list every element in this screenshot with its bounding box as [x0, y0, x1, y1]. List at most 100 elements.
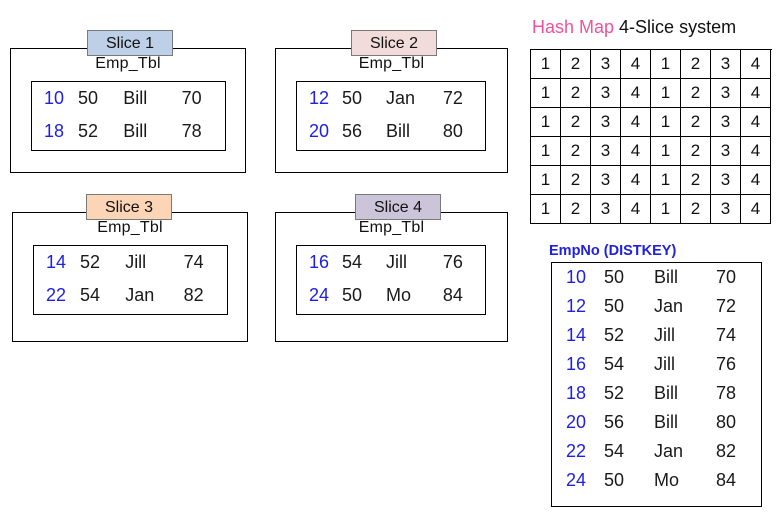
hash-map-cell: 1 — [531, 166, 561, 195]
hash-map-cell: 1 — [651, 50, 681, 79]
cell-value: 80 — [442, 121, 463, 141]
hash-map-cell: 4 — [741, 108, 771, 137]
cell-name: Jill — [654, 354, 675, 374]
slice-record-table-4: 16 54 Jill 76 24 50 Mo 84 — [296, 245, 486, 315]
cell-value: 80 — [716, 412, 737, 432]
cell-dept: 50 — [604, 296, 625, 316]
slice-tab-2[interactable]: Slice 2 — [351, 30, 437, 56]
hash-map-cell: 2 — [561, 79, 591, 108]
cell-name: Jill — [125, 252, 147, 272]
table-row: 14 52 Jill 74 — [34, 246, 227, 279]
slice-panel-3: Slice 3 Emp_Tbl 14 52 Jill 74 22 54 Jan … — [12, 194, 248, 342]
table-row: 20 56 Bill 80 — [297, 115, 485, 148]
hash-map-cell: 2 — [681, 166, 711, 195]
cell-dept: 50 — [604, 267, 625, 287]
cell-empno: 18 — [566, 383, 587, 403]
cell-name: Bill — [386, 121, 411, 141]
cell-dept: 54 — [604, 354, 625, 374]
cell-value: 70 — [716, 267, 737, 287]
hash-map-cell: 1 — [531, 195, 561, 224]
slice-box-3: Emp_Tbl 14 52 Jill 74 22 54 Jan 82 — [12, 212, 248, 342]
table-row: 10 50 Bill 70 — [32, 82, 225, 115]
hash-map-cell: 4 — [621, 108, 651, 137]
cell-empno: 20 — [309, 121, 330, 141]
hash-map-cell: 3 — [711, 79, 741, 108]
cell-value: 82 — [716, 441, 737, 461]
hash-map-cell: 3 — [711, 108, 741, 137]
cell-name: Mo — [386, 285, 412, 305]
cell-empno: 16 — [566, 354, 587, 374]
table-row: 22 54 Jan 82 — [34, 279, 227, 312]
hash-map-cell: 1 — [651, 79, 681, 108]
slice-table-title-4: Emp_Tbl — [358, 219, 425, 236]
cell-empno: 20 — [566, 412, 587, 432]
hash-map-cell: 3 — [591, 108, 621, 137]
hash-map-cell: 3 — [591, 137, 621, 166]
hash-map-cell: 1 — [651, 166, 681, 195]
slice-tab-1[interactable]: Slice 1 — [87, 30, 173, 56]
cell-value: 84 — [442, 285, 463, 305]
hash-map-cell: 4 — [741, 79, 771, 108]
hash-map-cell: 1 — [531, 108, 561, 137]
cell-empno: 24 — [309, 285, 330, 305]
hash-map-cell: 2 — [681, 50, 711, 79]
hash-map-cell: 1 — [651, 195, 681, 224]
hash-map-cell: 3 — [711, 195, 741, 224]
cell-name: Jill — [386, 252, 407, 272]
table-row: 18 52 Bill 78 — [32, 115, 225, 148]
hash-map-cell: 3 — [711, 166, 741, 195]
hash-map-heading-rest: 4-Slice system — [614, 17, 737, 37]
table-row: 16 54 Jill 76 — [297, 246, 485, 279]
cell-empno: 14 — [566, 325, 587, 345]
cell-dept: 56 — [342, 121, 363, 141]
slice-record-table-1: 10 50 Bill 70 18 52 Bill 78 — [31, 81, 226, 151]
slice-table-title-1: Emp_Tbl — [95, 55, 161, 72]
hash-map-cell: 2 — [561, 137, 591, 166]
cell-name: Jan — [386, 88, 416, 108]
hash-map-cell: 3 — [591, 50, 621, 79]
slice-table-title-3: Emp_Tbl — [97, 219, 163, 236]
slice-box-4: Emp_Tbl 16 54 Jill 76 24 50 Mo 84 — [275, 212, 508, 342]
cell-value: 72 — [442, 88, 463, 108]
hash-map-cell: 1 — [531, 79, 561, 108]
slice-tab-3[interactable]: Slice 3 — [86, 194, 172, 220]
hash-map-cell: 3 — [711, 50, 741, 79]
hash-map-cell: 1 — [531, 50, 561, 79]
hash-map-cell: 4 — [621, 137, 651, 166]
hash-map-cell: 2 — [681, 137, 711, 166]
hash-map-cell: 2 — [681, 108, 711, 137]
hash-map-cell: 2 — [681, 195, 711, 224]
hash-map-cell: 1 — [651, 137, 681, 166]
cell-name: Bill — [123, 88, 148, 108]
hash-map-cell: 2 — [561, 195, 591, 224]
cell-name: Bill — [123, 121, 148, 141]
cell-value: 70 — [181, 88, 202, 108]
hash-map-cell: 4 — [621, 166, 651, 195]
hash-map-cell: 1 — [531, 137, 561, 166]
cell-empno: 12 — [566, 296, 587, 316]
slice-tab-4[interactable]: Slice 4 — [355, 194, 441, 220]
cell-empno: 22 — [46, 285, 67, 305]
cell-dept: 50 — [342, 285, 363, 305]
cell-empno: 10 — [566, 267, 587, 287]
cell-value: 82 — [183, 285, 204, 305]
cell-value: 84 — [716, 470, 737, 490]
cell-empno: 24 — [566, 470, 587, 490]
cell-name: Mo — [654, 470, 680, 490]
hash-map-cell: 4 — [621, 50, 651, 79]
cell-dept: 54 — [79, 285, 100, 305]
cell-empno: 10 — [44, 88, 65, 108]
hash-map-cell: 4 — [741, 50, 771, 79]
cell-value: 76 — [716, 354, 737, 374]
hash-map-cell: 4 — [621, 195, 651, 224]
